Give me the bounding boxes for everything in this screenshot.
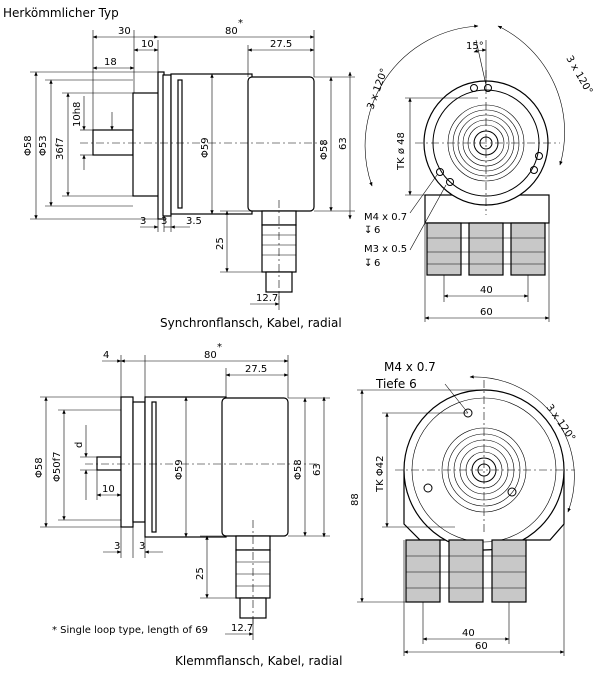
top-dim-phi58-left: Φ58: [23, 135, 34, 156]
bottom-front-view: M4 x 0.7 Tiefe 6 3 x 120° TK Φ42 88 40 6…: [350, 360, 577, 656]
bottom-caption: Klemmflansch, Kabel, radial: [175, 654, 342, 668]
top-dim-12-7: 12.7: [256, 293, 278, 304]
bottom-front-hole: [423, 483, 433, 493]
top-connectors: [426, 222, 546, 276]
top-dim-18: 18: [104, 57, 117, 68]
top-dim-25: 25: [215, 237, 226, 250]
top-front-hole: [530, 166, 538, 174]
top-flange: [132, 92, 160, 197]
bottom-section: 4 80 * 27.5 Φ58 Φ50f7 d: [34, 342, 577, 668]
top-dimensions: 30 80 * 10 27.5 18 Φ58 Φ53: [23, 18, 355, 310]
top-dim-36f7: 36f7: [55, 137, 66, 160]
bottom-dim-3a: 3: [114, 541, 120, 552]
bottom-dim-80: 80: [204, 350, 217, 361]
top-dim-3b: 3: [161, 216, 167, 227]
top-front-m3-depth-symbol: ↧: [364, 258, 372, 269]
top-heading: Herkömmlicher Typ: [3, 6, 119, 20]
top-housing-cap: [247, 76, 315, 212]
top-front-15deg: 15°: [466, 41, 484, 52]
top-dim-phi58-right: Φ58: [319, 139, 330, 160]
top-section: Herkömmlicher Typ: [3, 6, 594, 330]
bottom-front-tk42: TK Φ42: [375, 456, 386, 493]
bottom-dim-80-star: *: [217, 342, 222, 353]
top-caption: Synchronflansch, Kabel, radial: [160, 316, 342, 330]
bottom-footnote: * Single loop type, length of 69: [52, 625, 208, 636]
bottom-dim-63: 63: [312, 463, 323, 476]
top-front-3x120-left: 3 x 120°: [365, 67, 390, 111]
bottom-dim-phi59: Φ59: [174, 459, 185, 480]
top-dim-80-star: *: [238, 18, 243, 29]
top-front-m4-depth-symbol: ↧: [364, 225, 372, 236]
bottom-flange: [120, 396, 134, 528]
top-side-view: [80, 71, 330, 300]
top-dim-phi53: Φ53: [38, 135, 49, 156]
top-housing: [170, 73, 253, 215]
bottom-front-88: 88: [350, 493, 361, 506]
top-front-m3: M3 x 0.5: [364, 244, 407, 255]
bottom-front-m4: M4 x 0.7: [384, 360, 436, 374]
top-dim-30: 30: [118, 26, 131, 37]
bottom-dimensions: 4 80 * 27.5 Φ58 Φ50f7 d: [34, 342, 330, 640]
top-dim-27-5: 27.5: [270, 39, 292, 50]
top-front-m3-depth: 6: [374, 258, 380, 269]
bottom-front-40: 40: [462, 628, 475, 639]
top-front-hole: [484, 84, 492, 92]
top-dim-80: 80: [225, 26, 238, 37]
bottom-connectors: [405, 539, 527, 603]
bottom-dim-phi58-left: Φ58: [34, 457, 45, 478]
bottom-shaft: [96, 456, 122, 471]
top-shaft: [92, 129, 134, 156]
bottom-dim-4: 4: [103, 350, 109, 361]
bottom-dim-27-5: 27.5: [245, 364, 267, 375]
top-dim-63: 63: [338, 137, 349, 150]
bottom-dim-10: 10: [102, 484, 115, 495]
top-dim-3-5: 3.5: [186, 216, 202, 227]
top-front-view: 15° 3 x 120° 3 x 120° TK ø 48 M4 x 0.7 ↧…: [364, 24, 594, 322]
bottom-housing-cap: [221, 397, 289, 537]
bottom-dim-25: 25: [195, 567, 206, 580]
top-front-m4-depth: 6: [374, 225, 380, 236]
bottom-dim-12-7: 12.7: [231, 623, 253, 634]
top-dim-10h8: 10h8: [72, 102, 83, 127]
bottom-front-tiefe: Tiefe 6: [375, 377, 417, 391]
top-front-60: 60: [480, 307, 493, 318]
bottom-dim-d: d: [74, 442, 85, 448]
bottom-housing: [144, 396, 227, 538]
bottom-front-60: 60: [475, 641, 488, 652]
top-dim-10: 10: [141, 39, 154, 50]
bottom-side-view: [85, 396, 320, 625]
top-front-40: 40: [480, 285, 493, 296]
top-front-m4: M4 x 0.7: [364, 212, 407, 223]
top-dim-phi59: Φ59: [200, 137, 211, 158]
bottom-dim-phi50f7: Φ50f7: [52, 452, 63, 482]
top-dim-3a: 3: [140, 216, 146, 227]
bottom-dim-3b: 3: [139, 541, 145, 552]
bottom-dim-phi58-right: Φ58: [293, 459, 304, 480]
top-front-3x120-right: 3 x 120°: [563, 54, 594, 97]
top-front-tk48: TK ø 48: [396, 132, 407, 171]
